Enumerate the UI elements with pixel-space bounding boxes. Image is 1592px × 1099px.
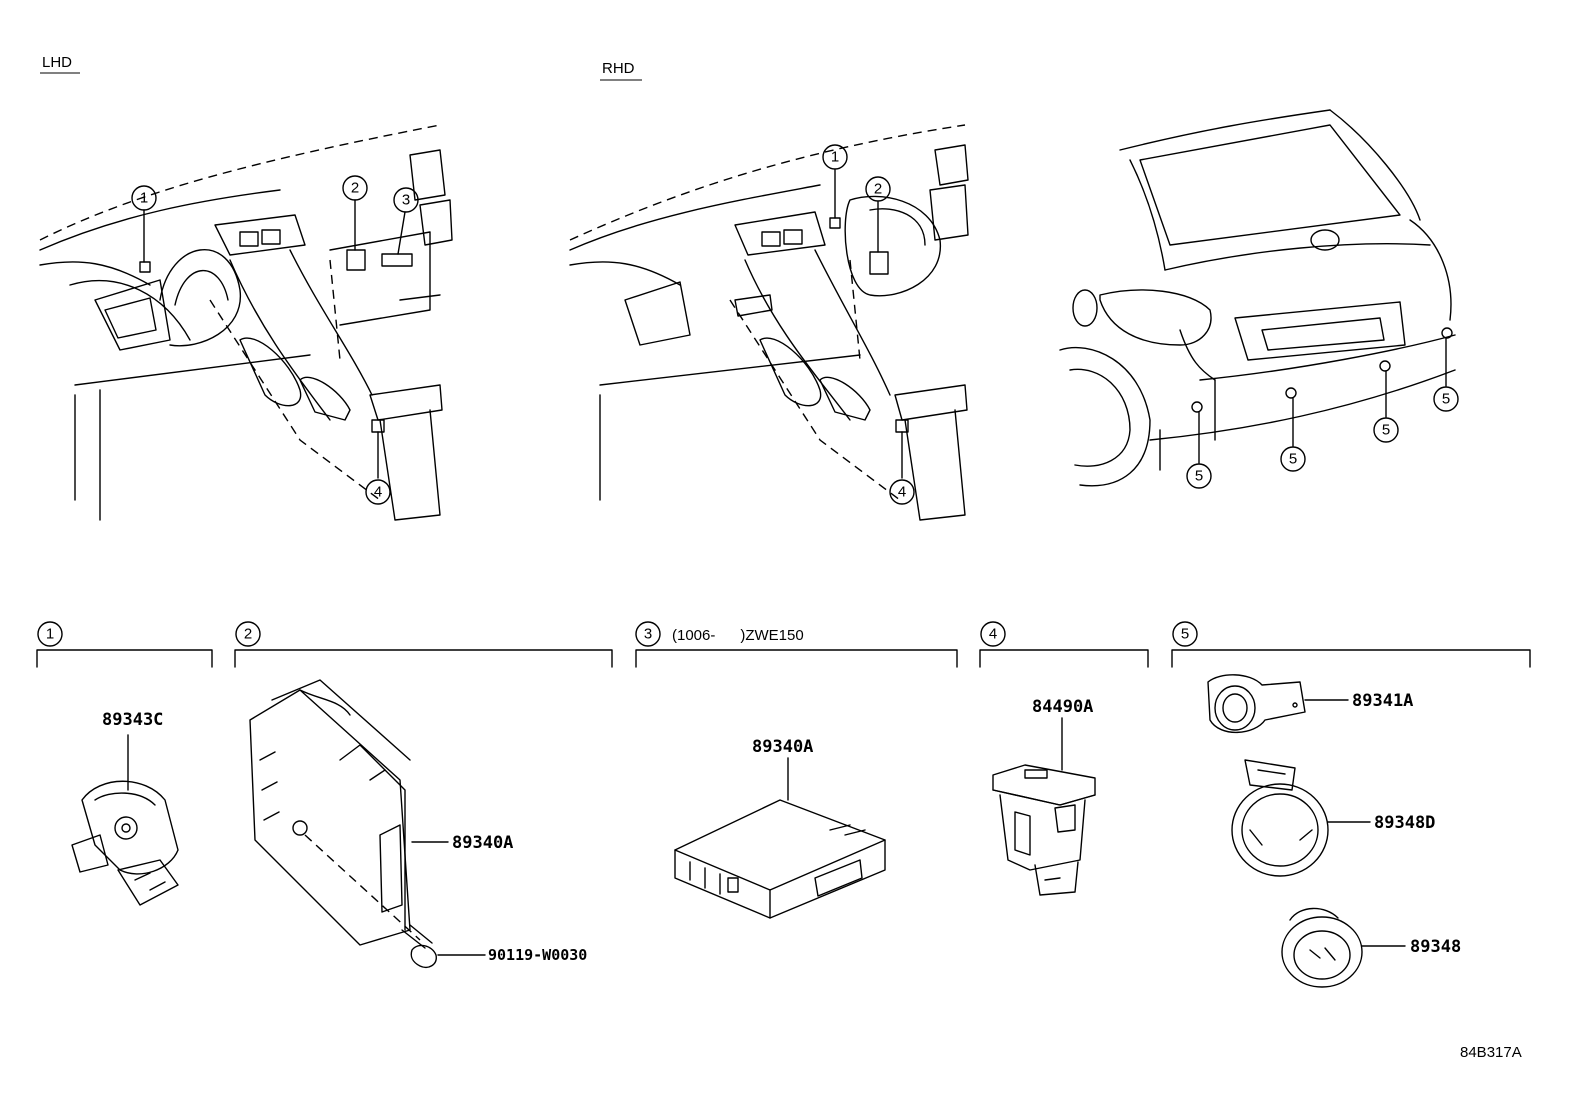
part-90119-label: 90119-W0030	[488, 946, 587, 964]
lhd-callout-2-num: 2	[351, 180, 359, 197]
rhd-callout-4-num: 4	[898, 484, 906, 501]
bolt-dash-line	[304, 834, 421, 941]
group-5-num: 5	[1181, 626, 1189, 643]
part-89348-label: 89348	[1410, 937, 1461, 957]
rear-bumper-illustration	[1059, 109, 1456, 487]
rhd-dashboard-illustration	[569, 124, 969, 521]
lhd-callout-3	[393, 187, 419, 213]
rear-callout-5b	[1280, 446, 1306, 472]
group-4-header: 4	[979, 621, 1149, 668]
figure-id: 84B317A	[1460, 1044, 1522, 1061]
part-89348-illustration	[1281, 907, 1363, 988]
rhd-callout-1	[822, 144, 848, 170]
part-89348d-label: 89348D	[1374, 813, 1435, 833]
group-3-header: 3 (1006- )ZWE150	[635, 621, 958, 668]
rhd-callout-4	[889, 479, 915, 505]
group-1-num: 1	[46, 626, 54, 643]
part-89341a-label: 89341A	[1352, 691, 1413, 711]
part-89340a-group2-illustration	[249, 679, 411, 946]
lhd-dashboard-illustration	[39, 124, 453, 521]
rear-callout-5b-num: 5	[1289, 451, 1297, 468]
rear-callout-5a	[1186, 463, 1212, 489]
lhd-callout-1-num: 1	[140, 190, 148, 207]
rear-callout-5c	[1373, 417, 1399, 443]
group-1-header: 1	[36, 621, 213, 668]
rear-callout-5c-num: 5	[1382, 422, 1390, 439]
group-3-num: 3	[644, 626, 652, 643]
part-89343c-label: 89343C	[102, 710, 163, 730]
rear-callout-5a-num: 5	[1195, 468, 1203, 485]
part-84490a-illustration	[992, 764, 1096, 896]
bolt-90119-w0030-illustration	[401, 924, 437, 969]
part-89340a-group3-illustration	[674, 799, 886, 919]
group-3-note: (1006- )ZWE150	[672, 627, 804, 644]
rhd-callout-1-num: 1	[831, 149, 839, 166]
lhd-callout-1	[131, 185, 157, 211]
group-2-header: 2	[234, 621, 613, 668]
rear-callout-5d-num: 5	[1442, 391, 1450, 408]
rhd-callout-2-num: 2	[874, 181, 882, 198]
lhd-callout-2	[342, 175, 368, 201]
rhd-label: RHD	[602, 60, 635, 77]
rear-callout-5d	[1433, 386, 1459, 412]
part-84490a-label: 84490A	[1032, 697, 1093, 717]
part-89341a-illustration	[1207, 674, 1306, 734]
part-89340a-g2-label: 89340A	[452, 833, 513, 853]
lhd-label: LHD	[42, 54, 72, 71]
part-89348d-illustration	[1231, 759, 1329, 877]
lhd-callout-4	[365, 479, 391, 505]
group-5-header: 5	[1171, 621, 1531, 668]
lhd-callout-4-num: 4	[374, 484, 382, 501]
group-4-num: 4	[989, 626, 997, 643]
part-89343c-illustration	[71, 780, 179, 906]
part-89340a-g3-label: 89340A	[752, 737, 813, 757]
lhd-callout-3-num: 3	[402, 192, 410, 209]
rhd-callout-2	[865, 176, 891, 202]
group-2-num: 2	[244, 626, 252, 643]
